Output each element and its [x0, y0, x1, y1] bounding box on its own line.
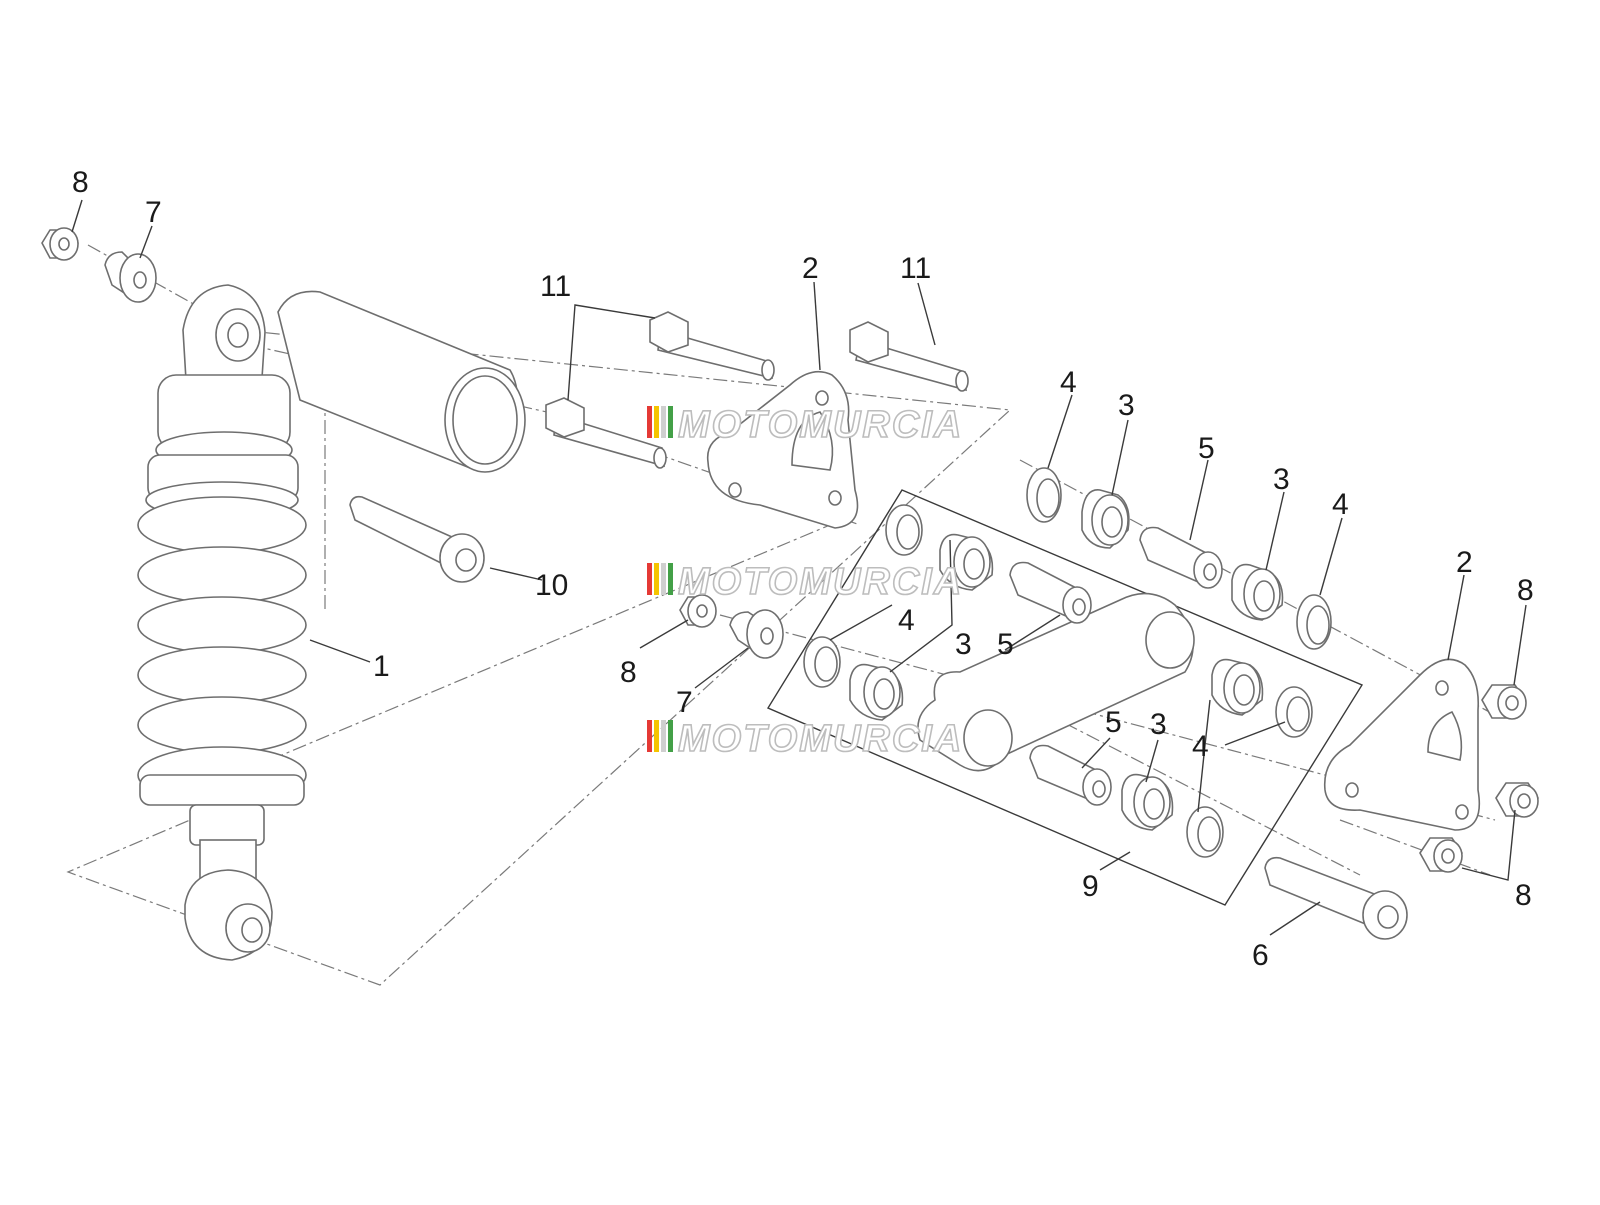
- callout-2-top: 2: [802, 252, 819, 285]
- spacer-5-top: [1139, 526, 1223, 589]
- plate-2-upper: [706, 370, 859, 529]
- callout-11-right: 11: [900, 252, 931, 285]
- nut-top-left: [41, 227, 79, 261]
- bolt-11-right: [849, 321, 969, 392]
- callout-3-top-b: 3: [1273, 463, 1290, 496]
- callout-8-mid: 8: [620, 656, 637, 689]
- callout-3-mid: 3: [955, 628, 972, 661]
- nut-right-lower-b: [1419, 837, 1463, 873]
- callout-9: 9: [1082, 870, 1099, 903]
- callouts: 8 7 11 2 11 4 3 5 3 4 10 1 2 8 8 7 4 3 5…: [72, 166, 1534, 972]
- ring-4-top-right: [1296, 594, 1332, 650]
- nut-right-lower-a: [1495, 782, 1539, 818]
- bushing-3-top-a: [1081, 489, 1130, 549]
- spacer-5-lower: [1029, 744, 1112, 806]
- callout-1: 1: [373, 650, 390, 683]
- callout-4-top-b: 4: [1332, 488, 1349, 521]
- bushing-mid: [729, 609, 784, 659]
- callout-5-lower: 5: [1105, 706, 1122, 739]
- ring-4-mid-left-upper: [885, 504, 923, 556]
- callout-7-top-left: 7: [145, 196, 162, 229]
- ring-4-lower: [1186, 806, 1224, 858]
- ring-4-mid-left-lower: [803, 636, 841, 688]
- callout-10: 10: [535, 569, 568, 602]
- bushing-3-mid-lower: [849, 663, 904, 721]
- bushing-3-mid-upper: [939, 533, 994, 591]
- bushing-3-lower: [1121, 773, 1174, 831]
- ring-4-right-mid: [1275, 686, 1313, 738]
- spacer-5-mid-upper: [1009, 561, 1092, 624]
- callout-3-lower: 3: [1150, 708, 1167, 741]
- svg-text:MOTOMURCIA: MOTOMURCIA: [678, 561, 963, 603]
- leader-lines: [71, 199, 1527, 936]
- ring-4-top-left: [1026, 467, 1062, 523]
- watermark-1: MOTOMURCIA: [647, 403, 963, 447]
- svg-text:MOTOMURCIA: MOTOMURCIA: [678, 718, 963, 760]
- callout-2-right: 2: [1456, 546, 1473, 579]
- linkage-kit-outline: [766, 489, 1364, 906]
- pin-6: [1264, 856, 1408, 940]
- callout-4-mid: 4: [898, 604, 915, 637]
- callout-7-mid: 7: [676, 686, 693, 719]
- callout-8-right: 8: [1517, 574, 1534, 607]
- callout-4-lower: 4: [1192, 730, 1209, 763]
- callout-6: 6: [1252, 939, 1269, 972]
- callout-5-mid: 5: [997, 628, 1014, 661]
- callout-8-bottom-right: 8: [1515, 879, 1532, 912]
- svg-text:MOTOMURCIA: MOTOMURCIA: [678, 404, 963, 446]
- callout-3-top-a: 3: [1118, 389, 1135, 422]
- bushing-top-left: [104, 251, 157, 303]
- nut-right-upper: [1481, 684, 1527, 720]
- plate-2-right: [1323, 658, 1480, 831]
- callout-11-left: 11: [540, 270, 571, 303]
- watermark-2: MOTOMURCIA: [647, 560, 963, 604]
- bushing-3-top-b: [1231, 563, 1284, 621]
- linkage-rocker: [917, 592, 1195, 772]
- nut-mid: [679, 594, 717, 628]
- watermark-3: MOTOMURCIA: [647, 717, 963, 761]
- callout-8-top-left: 8: [72, 166, 89, 199]
- bolt-11-lower: [545, 397, 667, 469]
- pin-10: [349, 495, 485, 583]
- bushing-3-right-mid: [1211, 658, 1264, 716]
- callout-5-top: 5: [1198, 432, 1215, 465]
- shock-absorber: [137, 284, 526, 961]
- bolt-11-upper: [649, 311, 775, 381]
- callout-4-top-a: 4: [1060, 366, 1077, 399]
